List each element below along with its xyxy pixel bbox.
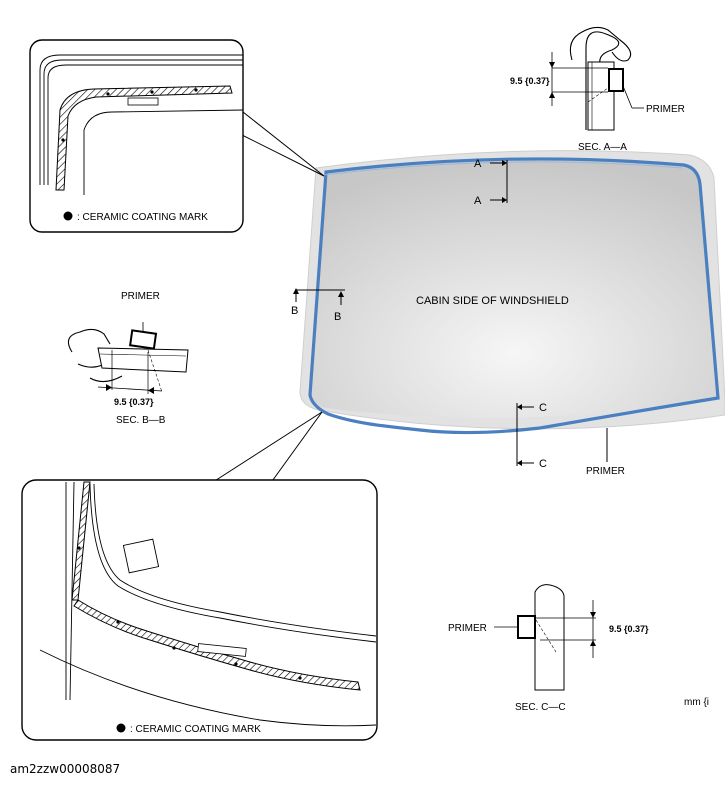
units-label: mm {i [684, 697, 709, 708]
primer-label-a: PRIMER [646, 104, 685, 115]
section-a-caption: SEC. A—A [578, 142, 627, 153]
detail-box-top-left: : CERAMIC COATING MARK [29, 39, 244, 233]
dimension-label-a: 9.5 {0.37} [510, 76, 550, 86]
section-b-detail: PRIMER 9.5 {0.37} SEC. B—B [67, 291, 189, 426]
section-c-letter-bottom: C [539, 458, 547, 470]
section-b-cut-markers: B B [291, 288, 345, 323]
primer-callout-windshield: PRIMER [586, 428, 625, 477]
dimension-label-b: 9.5 {0.37} [114, 397, 154, 407]
section-a-detail: 9.5 {0.37} PRIMER SEC. A—A [510, 26, 685, 153]
ceramic-mark-legend-bottom: : CERAMIC COATING MARK [130, 724, 261, 735]
primer-line [308, 157, 720, 435]
section-b-letter-right: B [334, 311, 341, 323]
dimension-label-c: 9.5 {0.37} [609, 624, 649, 634]
section-b-caption: SEC. B—B [116, 415, 166, 426]
section-a-letter-bottom: A [474, 195, 482, 207]
windshield [299, 150, 725, 435]
primer-label-windshield: PRIMER [586, 466, 625, 477]
section-c-detail: PRIMER 9.5 {0.37} SEC. C—C [448, 584, 649, 713]
section-c-cut-markers: C C [516, 402, 547, 470]
detail-box-bottom-left: : CERAMIC COATING MARK [21, 479, 378, 741]
ceramic-mark-legend-icon-bottom [116, 723, 126, 733]
windshield-glass [310, 158, 718, 418]
ceramic-mark-legend-icon [63, 211, 73, 221]
cabin-side-label: CABIN SIDE OF WINDSHIELD [416, 295, 569, 307]
section-a-cut-markers: A A [474, 158, 508, 207]
section-a-letter-top: A [474, 158, 482, 170]
image-caption: am2zzw00008087 [10, 762, 121, 776]
section-b-letter-left: B [291, 305, 298, 317]
section-c-caption: SEC. C—C [515, 702, 566, 713]
primer-label-c: PRIMER [448, 623, 487, 634]
section-c-letter-top: C [539, 402, 547, 414]
ceramic-mark-legend-top: : CERAMIC COATING MARK [77, 212, 208, 223]
primer-label-b: PRIMER [121, 291, 160, 302]
